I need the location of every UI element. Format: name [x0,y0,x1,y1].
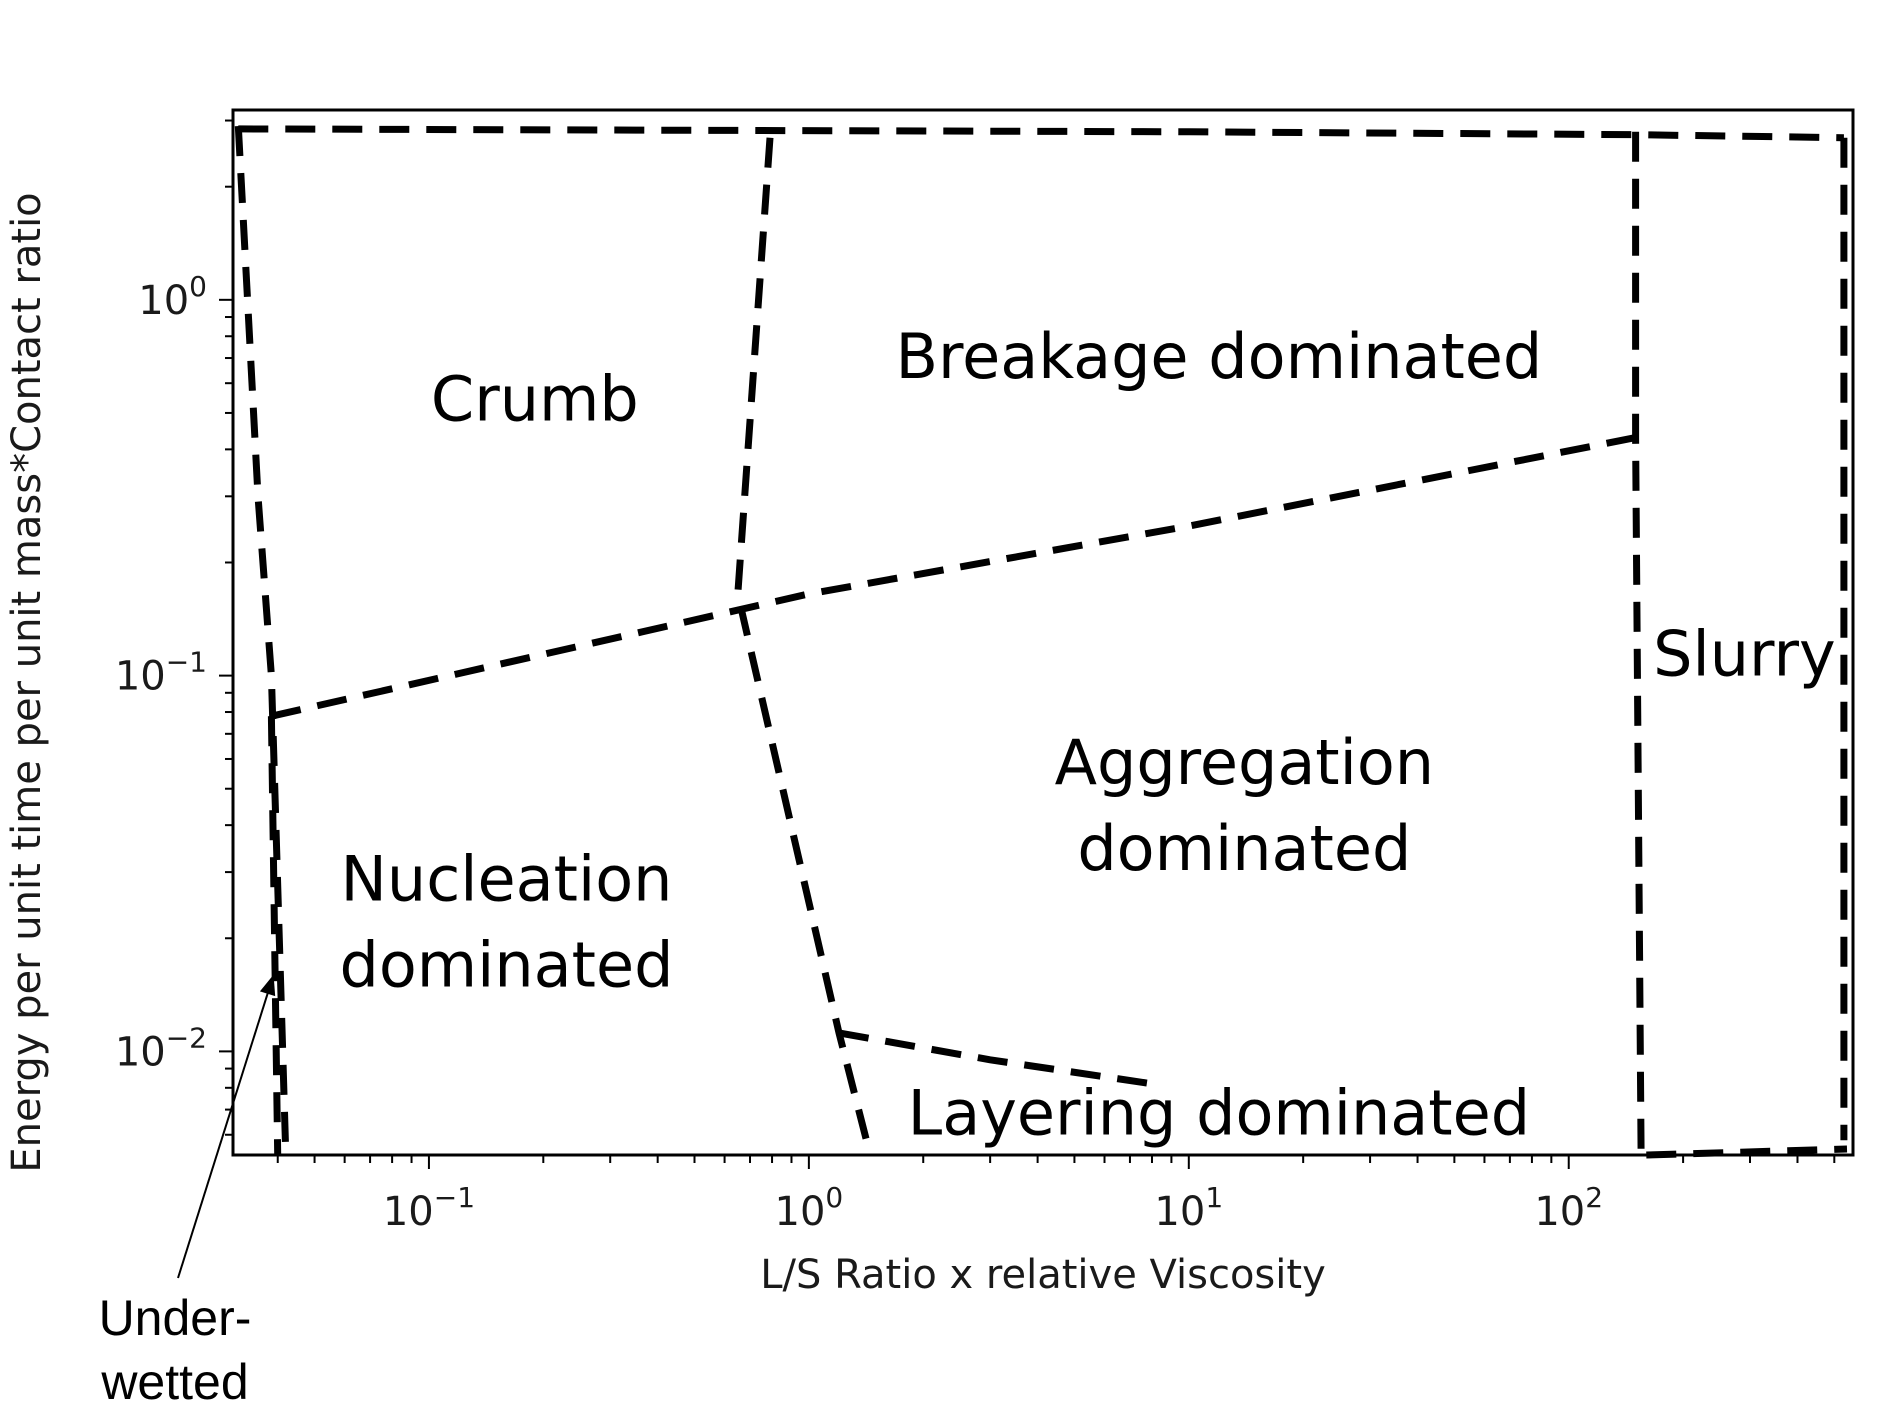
boundary-slurry-left-edge [1632,131,1645,1156]
region-label-crumb: Crumb [431,362,639,435]
boundary-low-high-energy-divide [270,434,1637,720]
x-tick-label: 100 [775,1181,844,1235]
x-axis-label: L/S Ratio x relative Viscosity [760,1252,1325,1298]
y-tick-label: 10−2 [115,1021,207,1075]
y-axis-label: Energy per unit time per unit mass*Conta… [4,192,50,1172]
annotation-arrow-head [259,974,276,997]
under-wetted-annotation: Under-wetted [99,974,276,1410]
region-label-layering-dominated: Layering dominated [908,1076,1530,1149]
y-tick-label: 10−1 [115,646,207,700]
annotation-arrow-line [177,974,275,1279]
region-label-slurry: Slurry [1653,618,1835,691]
boundary-crumb-upper-edge [238,125,1844,142]
plot-border [231,108,1855,1157]
boundary-slurry-bottom-edge [1646,1145,1848,1159]
boundary-crumb-breakage-divide [734,137,874,1156]
axis-ticks: 10−1 100 101 102 100 10−1 10−2 [115,119,1836,1235]
y-tick-label: 100 [138,270,207,324]
boundary-aggregation-layering-divide [838,1029,1153,1088]
boundary-nucleation-inner-edge [267,716,282,1156]
x-tick-label: 10−1 [383,1181,475,1235]
region-labels: Crumb Breakage dominatedSlurryAggregation… [339,320,1835,1149]
region-label-breakage-dominated: Breakage dominated [895,320,1542,393]
under-wetted-label: Under-wetted [99,1290,252,1410]
x-tick-label: 101 [1154,1181,1223,1235]
regime-boundaries [234,125,1848,1159]
x-tick-label: 102 [1534,1181,1603,1235]
plot-frame [231,108,1855,1157]
